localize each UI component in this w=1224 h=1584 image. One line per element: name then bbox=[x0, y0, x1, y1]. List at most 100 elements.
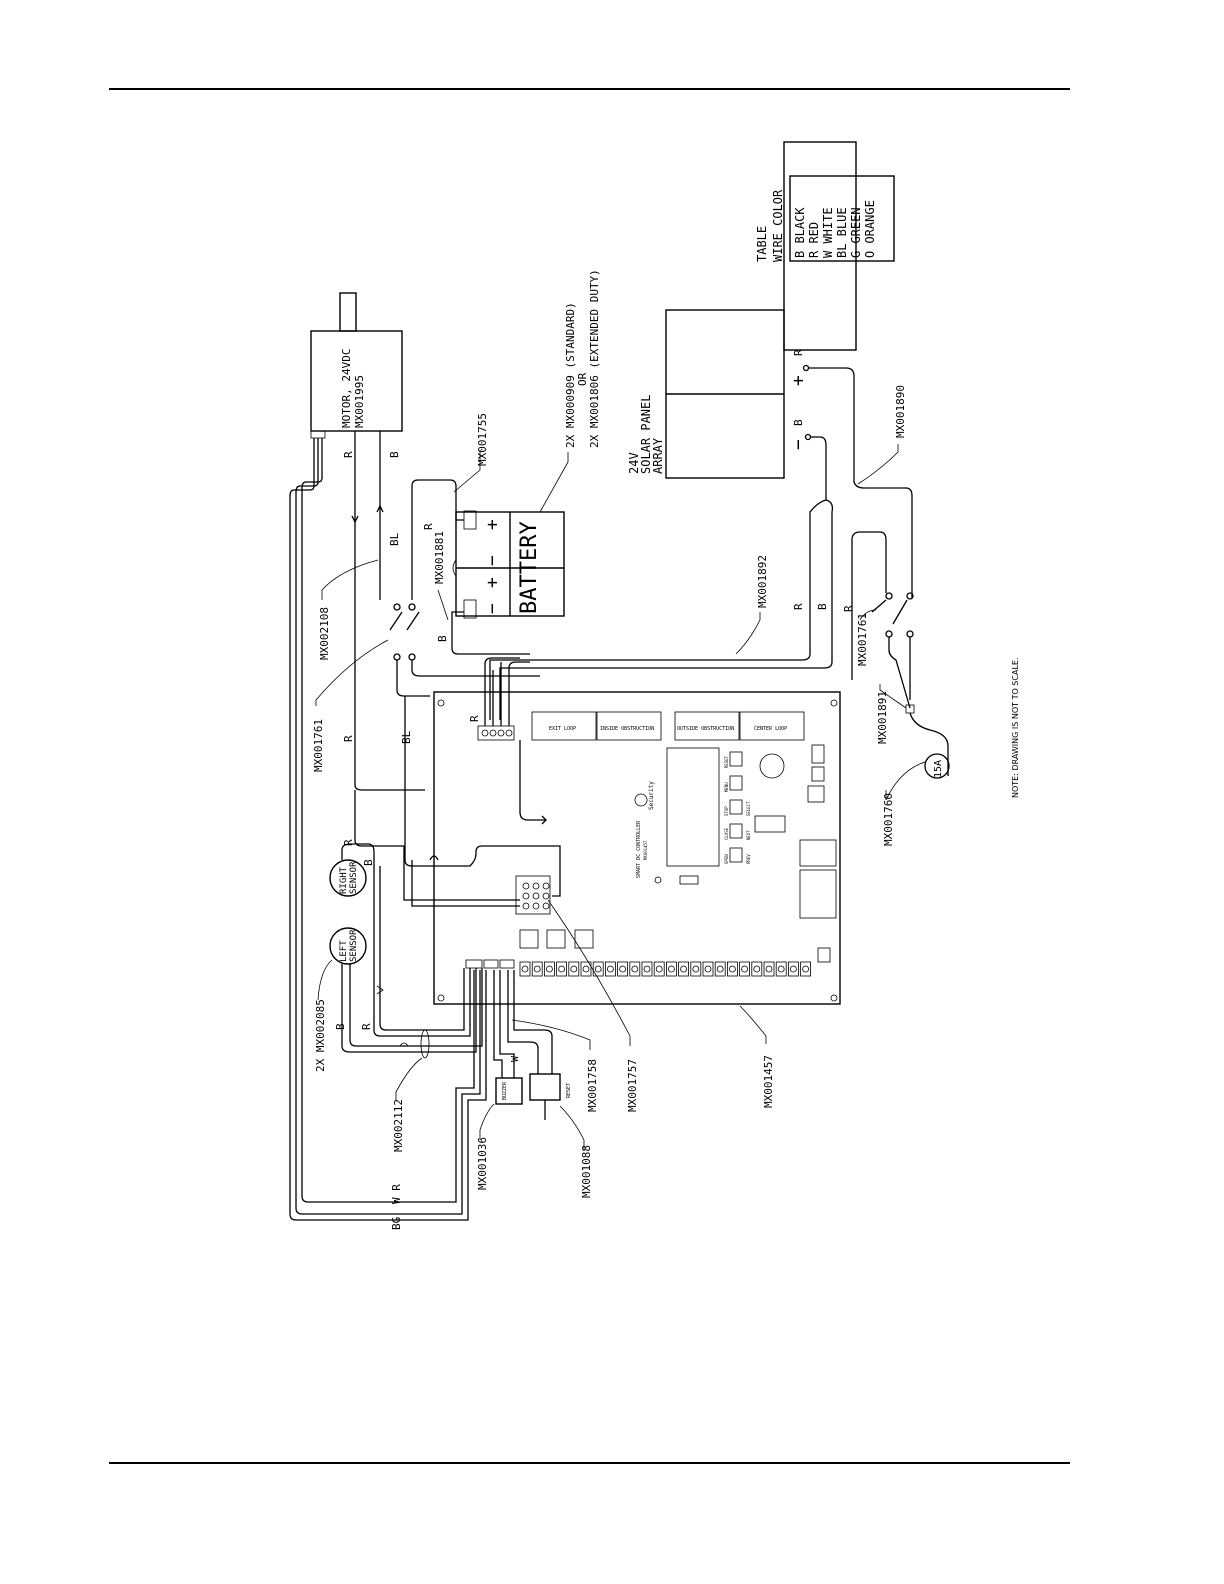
wire-label-b-rsensor: B bbox=[362, 859, 375, 866]
solar-minus: − bbox=[788, 439, 809, 450]
terminal bbox=[788, 961, 799, 977]
terminal-screw bbox=[643, 965, 651, 973]
battery-label: BATTERY bbox=[517, 521, 542, 614]
wire-color-table-frame bbox=[783, 141, 857, 351]
label-mx001036: MX001036 bbox=[476, 1137, 489, 1190]
wire-color-table bbox=[783, 141, 857, 351]
terminal bbox=[690, 961, 702, 977]
wire-label-b-battery: B bbox=[436, 635, 449, 642]
terminal bbox=[580, 961, 592, 977]
battery-minus-1: − bbox=[482, 555, 503, 566]
terminal-screw bbox=[765, 965, 773, 973]
terminal bbox=[666, 961, 677, 977]
left-sensor-label-1: LEFT bbox=[339, 940, 349, 962]
terminal-screw bbox=[729, 965, 736, 973]
terminal-screw bbox=[668, 965, 675, 973]
motor-part: MX001995 bbox=[353, 375, 366, 428]
table-row-4: G GREEN bbox=[849, 207, 863, 258]
terminal-screw bbox=[631, 965, 639, 973]
btn-next: NEXT bbox=[746, 830, 751, 840]
reset-label: RESET bbox=[566, 1083, 572, 1098]
terminal-screw bbox=[546, 965, 553, 973]
terminal-screw bbox=[558, 965, 565, 973]
solar-label-1: 24V bbox=[627, 452, 641, 474]
wire-label-w: W bbox=[510, 1055, 521, 1062]
terminal bbox=[775, 961, 787, 977]
btn-reset: RESET bbox=[724, 755, 729, 768]
btn-prev: PREV bbox=[746, 854, 751, 864]
loop-outside-obstruction: OUTSIDE OBSTRUCTION bbox=[677, 726, 734, 732]
terminal-screw bbox=[716, 965, 724, 973]
wire-label-r-lsensor: R bbox=[360, 1023, 373, 1030]
loop-inside-obstruction: INSIDE OBSTRUCTION bbox=[600, 726, 654, 732]
label-mx001757: MX001757 bbox=[626, 1059, 639, 1112]
board-title: SMART DC CONTROLLER bbox=[636, 820, 642, 878]
wire-label-r-892: R bbox=[792, 603, 805, 610]
solar-label-2: SOLAR PANEL bbox=[639, 395, 653, 474]
switch-contact bbox=[408, 653, 416, 661]
buzzer bbox=[495, 1077, 523, 1105]
top-rule bbox=[109, 88, 1070, 90]
terminal bbox=[641, 961, 653, 977]
table-title: TABLE bbox=[755, 226, 769, 262]
terminal bbox=[568, 961, 580, 977]
terminal-screw bbox=[607, 965, 614, 973]
wire-label-b-892: B bbox=[816, 603, 829, 610]
brand-logo bbox=[634, 793, 648, 807]
left-sensor bbox=[329, 927, 367, 965]
terminal-screw bbox=[582, 965, 590, 973]
label-mx002108: MX002108 bbox=[318, 607, 331, 660]
btn-select: SELECT bbox=[746, 801, 751, 816]
terminal bbox=[751, 961, 763, 977]
terminal bbox=[531, 961, 543, 977]
terminal bbox=[727, 961, 738, 977]
label-mx001088: MX001088 bbox=[580, 1145, 593, 1198]
terminal-screw bbox=[594, 965, 602, 973]
label-mx001891: MX001891 bbox=[876, 691, 889, 744]
terminal bbox=[617, 961, 628, 977]
terminal-screw bbox=[680, 965, 687, 973]
btn-stop: STOP bbox=[724, 806, 729, 816]
terminal bbox=[763, 961, 775, 977]
terminal-screw bbox=[704, 965, 712, 973]
terminal bbox=[605, 961, 616, 977]
label-mx001761-left: MX001761 bbox=[312, 719, 325, 772]
terminal-screw bbox=[521, 965, 529, 973]
terminal-screw bbox=[790, 965, 797, 973]
right-sensor bbox=[329, 859, 367, 897]
bottom-rule bbox=[109, 1462, 1070, 1464]
left-sensor-label-2: SENSOR bbox=[349, 929, 359, 962]
motor-label: MOTOR, 24VDC bbox=[340, 349, 353, 428]
board-sub: MX001457 bbox=[643, 840, 648, 860]
right-sensor-label-1: RIGHT bbox=[339, 866, 349, 894]
label-mx001881: MX001881 bbox=[433, 531, 446, 584]
wire-label-r-rsensor: R bbox=[342, 839, 355, 846]
drawing-note: NOTE: DRAWING IS NOT TO SCALE. bbox=[1011, 658, 1020, 799]
battery bbox=[452, 510, 565, 619]
wire-label-r-solar: R bbox=[792, 349, 805, 356]
battery-note-1: 2X MX000909 (STANDARD) bbox=[564, 302, 577, 448]
wire-label-r-board: R bbox=[468, 715, 481, 722]
switch-contact bbox=[393, 653, 401, 661]
wire-label-r-lower: R bbox=[342, 735, 355, 742]
label-mx001758: MX001758 bbox=[586, 1059, 599, 1112]
table-row-2: W WHITE bbox=[821, 207, 835, 258]
label-mx001760: MX001760 bbox=[882, 793, 895, 846]
terminal bbox=[544, 961, 555, 977]
terminal-screw bbox=[753, 965, 761, 973]
terminal-screw bbox=[655, 965, 663, 973]
label-mx001457: MX001457 bbox=[762, 1055, 775, 1108]
btn-close: CLOSE bbox=[724, 827, 729, 840]
wire-label-bg: BG bbox=[390, 1217, 403, 1230]
label-mx002112: MX002112 bbox=[392, 1099, 405, 1152]
wire-label-b-motor: B bbox=[388, 451, 401, 458]
wire-color-box bbox=[789, 175, 895, 262]
switch-contact bbox=[393, 603, 401, 611]
terminal-screw bbox=[570, 965, 578, 973]
fuse bbox=[924, 753, 950, 779]
wire-label-b-solar: B bbox=[792, 419, 805, 426]
terminal bbox=[592, 961, 604, 977]
terminal bbox=[739, 961, 750, 977]
battery-minus-2: − bbox=[482, 603, 503, 614]
wire-label-r-motor: R bbox=[342, 451, 355, 458]
